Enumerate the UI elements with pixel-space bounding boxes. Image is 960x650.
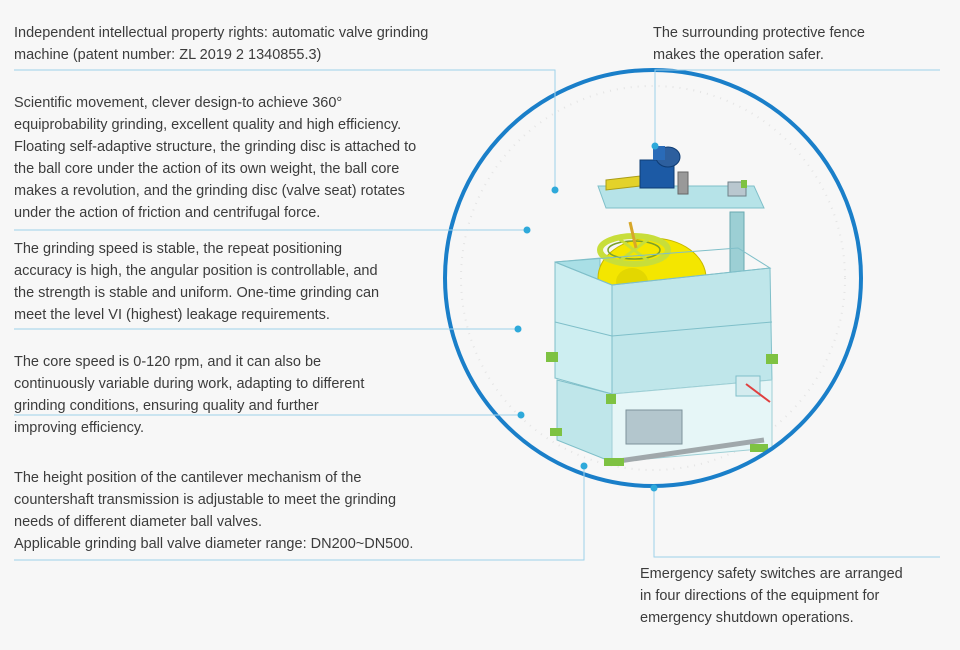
cantilever-text: The height position of the cantilever me… xyxy=(14,470,397,530)
callout-dot-ball-core xyxy=(523,226,531,234)
safety-switches-text: Emergency safety switches are arranged i… xyxy=(640,566,903,626)
diameter-range-text: Applicable grinding ball valve diameter … xyxy=(14,536,414,552)
movement-callout: Scientific movement, clever design-to ac… xyxy=(14,92,504,224)
speed-stability-callout: The grinding speed is stable, the repeat… xyxy=(14,238,454,326)
fence-text: The surrounding protective fence makes t… xyxy=(653,25,865,63)
inner-dotted-ring xyxy=(460,85,846,471)
core-speed-text: The core speed is 0-120 rpm, and it can … xyxy=(14,354,365,436)
callout-dot-fence-panel xyxy=(514,325,522,333)
callout-dots xyxy=(514,142,659,492)
leader-lines xyxy=(14,69,940,561)
patent-callout: Independent intellectual property rights… xyxy=(14,22,534,66)
fence-callout: The surrounding protective fence makes t… xyxy=(653,22,943,66)
callout-dot-lower-frame xyxy=(517,411,525,419)
safety-switches-callout: Emergency safety switches are arranged i… xyxy=(640,563,950,629)
callout-dot-base xyxy=(580,462,588,470)
core-speed-callout: The core speed is 0-120 rpm, and it can … xyxy=(14,351,444,439)
movement-text: Scientific movement, clever design-to ac… xyxy=(14,95,417,221)
speed-stability-text: The grinding speed is stable, the repeat… xyxy=(14,241,380,323)
callout-dot-movement xyxy=(551,186,559,194)
patent-text: Independent intellectual property rights… xyxy=(14,25,429,63)
valve-grinding-machine-illustration xyxy=(546,146,778,466)
protective-fence xyxy=(611,267,773,395)
callout-dot-motor xyxy=(651,142,659,150)
cantilever-callout: The height position of the cantilever me… xyxy=(14,467,484,555)
callout-dot-safety-switch xyxy=(650,484,658,492)
